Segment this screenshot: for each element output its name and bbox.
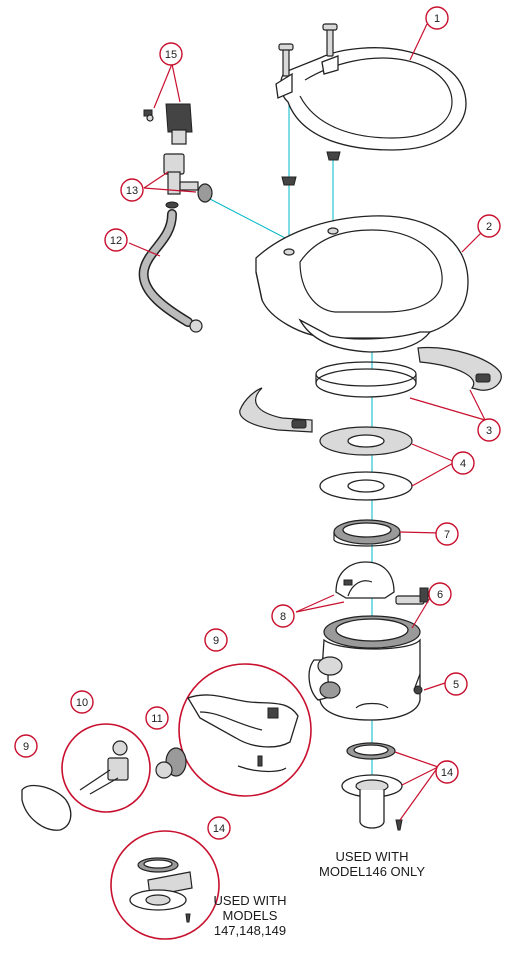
- svg-text:1: 1: [434, 13, 440, 25]
- callout-11: 11: [145, 706, 169, 730]
- note-model146-line1: USED WITH: [335, 849, 409, 864]
- note-models147-line2: MODELS: [222, 908, 278, 923]
- callout-14-146: 14: [435, 760, 459, 784]
- svg-text:3: 3: [486, 425, 492, 437]
- svg-text:7: 7: [444, 529, 450, 541]
- svg-text:4: 4: [460, 458, 466, 470]
- callout-4: 4: [451, 451, 475, 475]
- note-model146-line2: MODEL146 ONLY: [319, 864, 425, 879]
- base-housing: [308, 615, 423, 721]
- detail-access-cover: [21, 784, 72, 831]
- svg-text:6: 6: [437, 589, 443, 601]
- callout-15: 15: [159, 42, 183, 66]
- svg-text:9: 9: [213, 635, 219, 647]
- seal-ring: [333, 519, 401, 547]
- dome-cover: [335, 561, 429, 605]
- callout-10: 10: [70, 690, 94, 714]
- svg-text:14: 14: [213, 823, 225, 835]
- toilet-bowl: [255, 215, 469, 353]
- callout-1: 1: [425, 6, 449, 30]
- callout-7: 7: [435, 522, 459, 546]
- callout-9-cover: 9: [14, 734, 38, 758]
- svg-text:14: 14: [441, 767, 453, 779]
- svg-text:11: 11: [151, 713, 162, 725]
- detail-pump-fitting: [155, 747, 187, 779]
- callout-3: 3: [477, 418, 501, 442]
- svg-text:10: 10: [76, 697, 88, 709]
- svg-text:5: 5: [453, 679, 459, 691]
- svg-text:12: 12: [110, 235, 122, 247]
- note-models147: USED WITH MODELS 147,148,149: [205, 893, 295, 938]
- fittings: [163, 153, 213, 209]
- callout-6: 6: [428, 582, 452, 606]
- callout-13: 13: [120, 178, 144, 202]
- detail-flush-valve: [61, 723, 151, 813]
- callout-2: 2: [477, 214, 501, 238]
- callout-5: 5: [444, 672, 468, 696]
- floor-flange-146: [341, 742, 403, 831]
- hose: [138, 209, 203, 333]
- detail-floor-flange: [110, 830, 220, 940]
- callout-8: 8: [271, 604, 295, 628]
- seat-and-cover: [275, 23, 467, 186]
- callout-12: 12: [104, 228, 128, 252]
- detail-bowl-bracket: [178, 663, 312, 797]
- svg-text:2: 2: [486, 221, 492, 233]
- note-models147-line1: USED WITH: [213, 893, 287, 908]
- water-valve: [143, 103, 193, 145]
- leader-lines: [128, 23, 486, 821]
- note-models147-line3: 147,148,149: [213, 923, 287, 938]
- callout-9-bracket: 9: [204, 628, 228, 652]
- flange-gaskets: [319, 426, 413, 501]
- svg-text:9: 9: [23, 741, 29, 753]
- svg-text:15: 15: [165, 49, 177, 61]
- callout-14-147: 14: [207, 816, 231, 840]
- svg-text:8: 8: [280, 611, 286, 623]
- clamp-band: [239, 346, 502, 433]
- svg-text:13: 13: [126, 185, 138, 197]
- note-model146: USED WITH MODEL146 ONLY: [300, 849, 444, 879]
